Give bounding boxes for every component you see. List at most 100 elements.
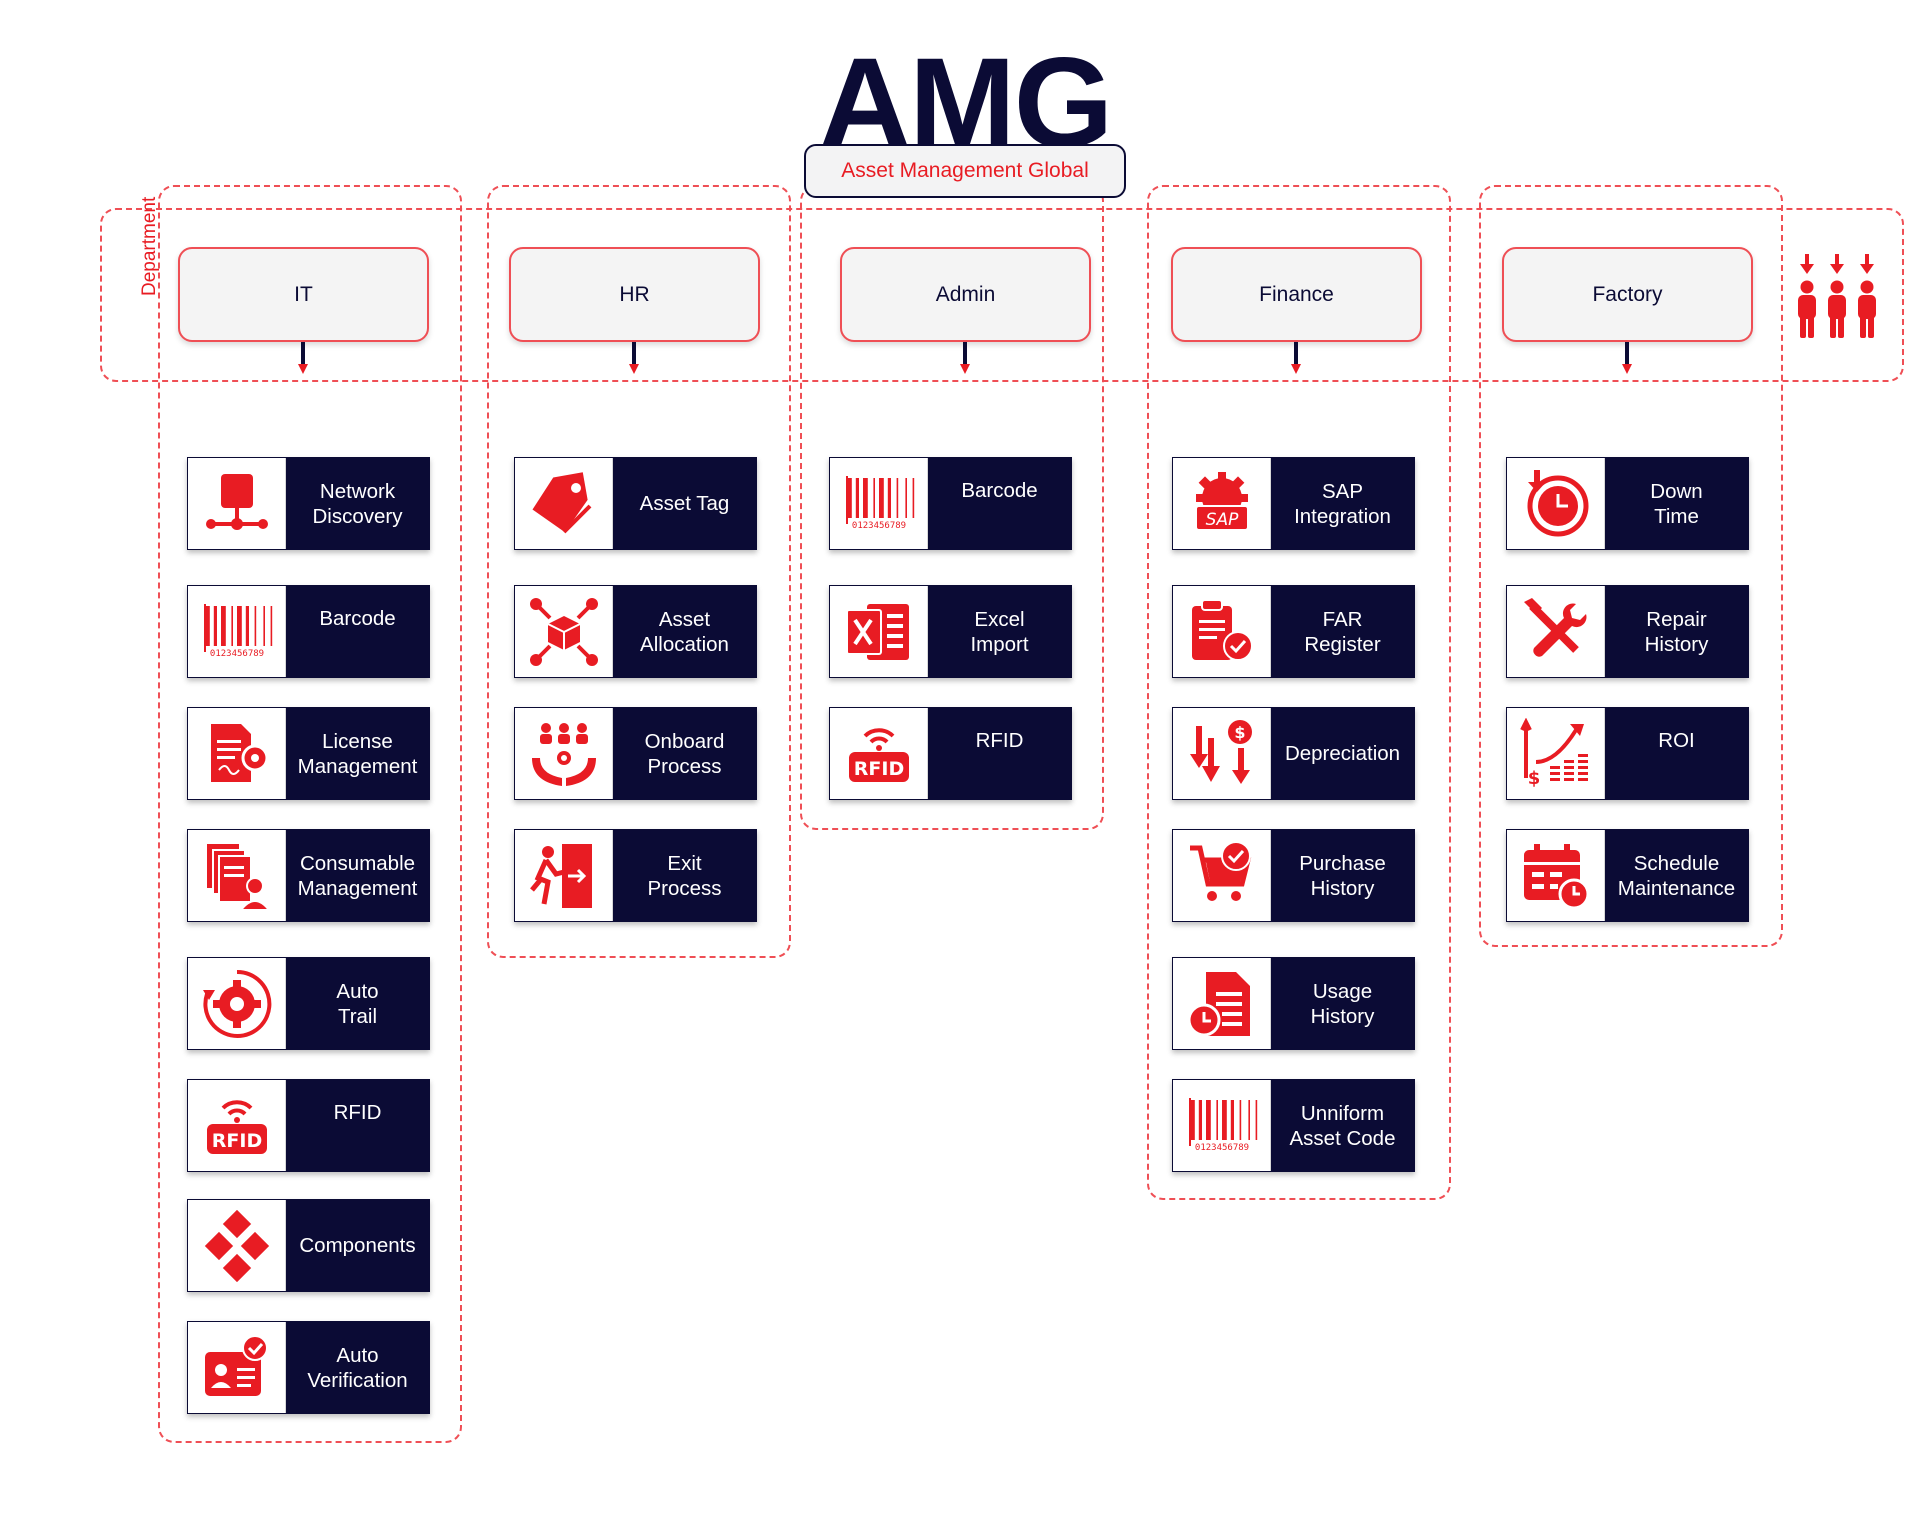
module-label: RFID — [975, 729, 1024, 752]
module-label: Asset Tag — [639, 492, 730, 515]
barcode-icon: 0123456789 — [188, 586, 286, 677]
depreciation-icon: $ — [1173, 708, 1271, 799]
department-row-outline — [100, 208, 1904, 382]
module-card[interactable]: Onboard Process — [514, 707, 757, 800]
module-label: Exit Process — [647, 851, 722, 900]
module-label: Down Time — [1650, 479, 1703, 528]
module-card[interactable]: 0123456789 Unniform Asset Code — [1172, 1079, 1415, 1172]
department-admin[interactable]: Admin — [840, 247, 1091, 342]
roi-chart-icon: $ — [1507, 708, 1605, 799]
module-card[interactable]: Auto Verification — [187, 1321, 430, 1414]
svg-text:0123456789: 0123456789 — [1194, 1143, 1248, 1153]
module-label: Repair History — [1644, 607, 1709, 656]
consumable-documents-icon — [188, 830, 286, 921]
module-label: Asset Allocation — [640, 607, 729, 656]
svg-text:SAP: SAP — [1205, 510, 1238, 530]
module-card[interactable]: Purchase History — [1172, 829, 1415, 922]
barcode-icon: 0123456789 — [1173, 1080, 1271, 1171]
svg-text:$: $ — [1234, 723, 1245, 742]
far-register-clipboard-icon — [1173, 586, 1271, 677]
connector-arrow-icon — [298, 342, 308, 374]
column-outline-factory — [1479, 185, 1783, 947]
people-arrows-icon — [1798, 254, 1876, 338]
module-label: Excel Import — [970, 607, 1029, 656]
module-label: Auto Verification — [307, 1343, 408, 1392]
svg-text:0123456789: 0123456789 — [851, 521, 905, 531]
module-label: ROI — [1658, 729, 1695, 752]
rfid-icon: RFID — [188, 1080, 286, 1171]
module-card[interactable]: 0123456789 Barcode — [829, 457, 1072, 550]
verified-id-card-icon — [188, 1322, 286, 1413]
downtime-clock-icon — [1507, 458, 1605, 549]
module-card[interactable]: Auto Trail — [187, 957, 430, 1050]
module-card[interactable]: Usage History — [1172, 957, 1415, 1050]
module-card[interactable]: Components — [187, 1199, 430, 1292]
module-card[interactable]: Network Discovery — [187, 457, 430, 550]
module-card[interactable]: 0123456789 Barcode — [187, 585, 430, 678]
onboard-people-hands-icon — [515, 708, 613, 799]
module-label: SAP Integration — [1294, 479, 1391, 528]
department-finance[interactable]: Finance — [1171, 247, 1422, 342]
module-label: RFID — [333, 1101, 382, 1124]
components-icon — [188, 1200, 286, 1291]
module-card[interactable]: Excel Import — [829, 585, 1072, 678]
module-card[interactable]: FAR Register — [1172, 585, 1415, 678]
module-card[interactable]: RFID RFID — [187, 1079, 430, 1172]
svg-text:$: $ — [1527, 768, 1540, 789]
brand-subtitle: Asset Management Global — [804, 144, 1126, 198]
asset-tag-icon — [515, 458, 613, 549]
module-label: Network Discovery — [312, 479, 403, 528]
module-label: Components — [299, 1234, 416, 1257]
sap-gear-icon: SAP — [1173, 458, 1271, 549]
module-label: Schedule Maintenance — [1617, 851, 1736, 900]
module-label: Auto Trail — [336, 979, 379, 1028]
module-label: Consumable Management — [297, 851, 418, 900]
exit-door-icon — [515, 830, 613, 921]
module-card[interactable]: SAP SAP Integration — [1172, 457, 1415, 550]
department-factory[interactable]: Factory — [1502, 247, 1753, 342]
svg-text:0123456789: 0123456789 — [209, 649, 263, 659]
module-label: Purchase History — [1299, 851, 1386, 900]
connector-arrow-icon — [960, 342, 970, 374]
connector-arrow-icon — [1622, 342, 1632, 374]
module-label: Unniform Asset Code — [1289, 1101, 1396, 1150]
module-card[interactable]: Asset Tag — [514, 457, 757, 550]
connector-arrow-icon — [1291, 342, 1301, 374]
asset-allocation-icon — [515, 586, 613, 677]
license-document-icon — [188, 708, 286, 799]
module-card[interactable]: $ ROI — [1506, 707, 1749, 800]
module-card[interactable]: RFID RFID — [829, 707, 1072, 800]
module-label: Barcode — [319, 607, 396, 630]
svg-text:RFID: RFID — [853, 758, 903, 780]
module-label: Onboard Process — [644, 729, 725, 778]
svg-text:RFID: RFID — [211, 1130, 261, 1152]
module-card[interactable]: Down Time — [1506, 457, 1749, 550]
column-outline-finance — [1147, 185, 1451, 1200]
department-hr[interactable]: HR — [509, 247, 760, 342]
module-card[interactable]: Asset Allocation — [514, 585, 757, 678]
module-label: License Management — [297, 729, 418, 778]
usage-history-icon — [1173, 958, 1271, 1049]
repair-tools-icon — [1507, 586, 1605, 677]
connector-arrow-icon — [629, 342, 639, 374]
module-card[interactable]: Repair History — [1506, 585, 1749, 678]
department-row-label: Department — [139, 196, 160, 296]
network-server-icon — [188, 458, 286, 549]
barcode-icon: 0123456789 — [830, 458, 928, 549]
module-label: Barcode — [961, 479, 1038, 502]
department-it[interactable]: IT — [178, 247, 429, 342]
module-card[interactable]: Exit Process — [514, 829, 757, 922]
module-card[interactable]: $ Depreciation — [1172, 707, 1415, 800]
module-label: Usage History — [1310, 979, 1375, 1028]
column-outline-it — [158, 185, 462, 1443]
module-label: Depreciation — [1284, 742, 1401, 765]
module-card[interactable]: Schedule Maintenance — [1506, 829, 1749, 922]
module-card[interactable]: License Management — [187, 707, 430, 800]
module-label: FAR Register — [1304, 607, 1381, 656]
schedule-calendar-icon — [1507, 830, 1605, 921]
excel-icon — [830, 586, 928, 677]
rfid-icon: RFID — [830, 708, 928, 799]
module-card[interactable]: Consumable Management — [187, 829, 430, 922]
column-outline-hr — [487, 185, 791, 958]
auto-trail-gear-icon — [188, 958, 286, 1049]
